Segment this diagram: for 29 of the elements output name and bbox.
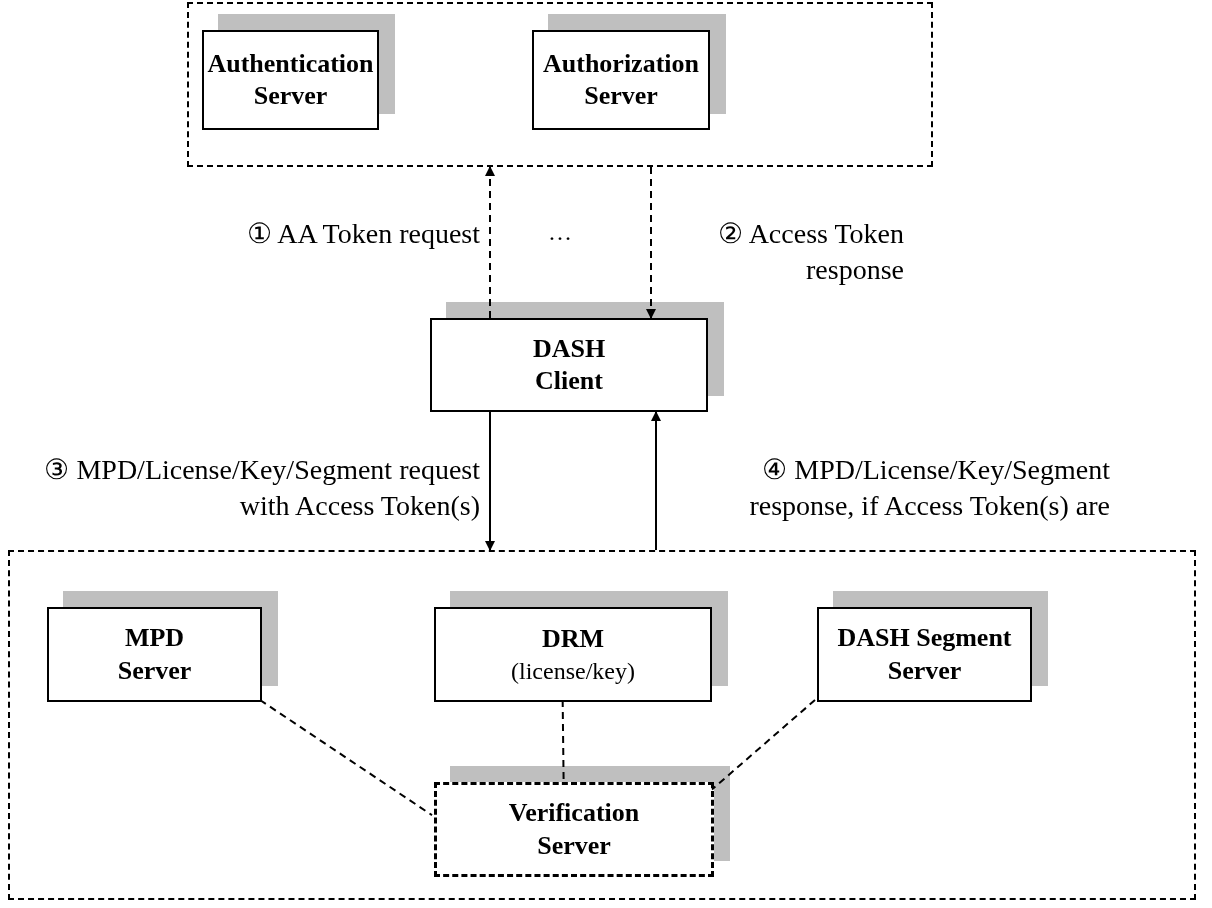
arrow [651,411,661,551]
server-box [532,30,710,130]
group-boundary [8,550,1196,900]
server-name: DASH Segment Server [836,622,1013,687]
ellipsis-note: … [548,218,572,247]
connector-line [711,699,816,791]
server-box [47,607,262,702]
arrow [485,411,495,551]
server-name: MPD Server [116,622,193,687]
edge-label: ① AA Token request [245,217,480,251]
server-box [434,782,714,877]
edge-label: ② Access Token response [717,217,904,288]
server-box [817,607,1032,702]
group-boundary [187,2,933,167]
server-subtitle: (license/key) [510,656,636,686]
connector-line [259,699,433,817]
server-name: DASH Client [531,332,607,397]
server-name: Authorization Server [542,47,700,112]
server-name: DRM [540,623,606,656]
arrow [646,166,656,319]
server-box [434,607,712,702]
arrow [485,166,495,319]
edge-label: ③ MPD/License/Key/Segment request with Access Token(s) [43,453,480,524]
server-box [430,318,708,412]
connector-line [561,699,565,781]
server-name: Authentication Server [206,47,375,112]
server-name: Verification Server [507,797,641,862]
server-box [202,30,379,130]
edge-label: ④ MPD/License/Key/Segment response, if Access Token(s) are [748,453,1110,524]
